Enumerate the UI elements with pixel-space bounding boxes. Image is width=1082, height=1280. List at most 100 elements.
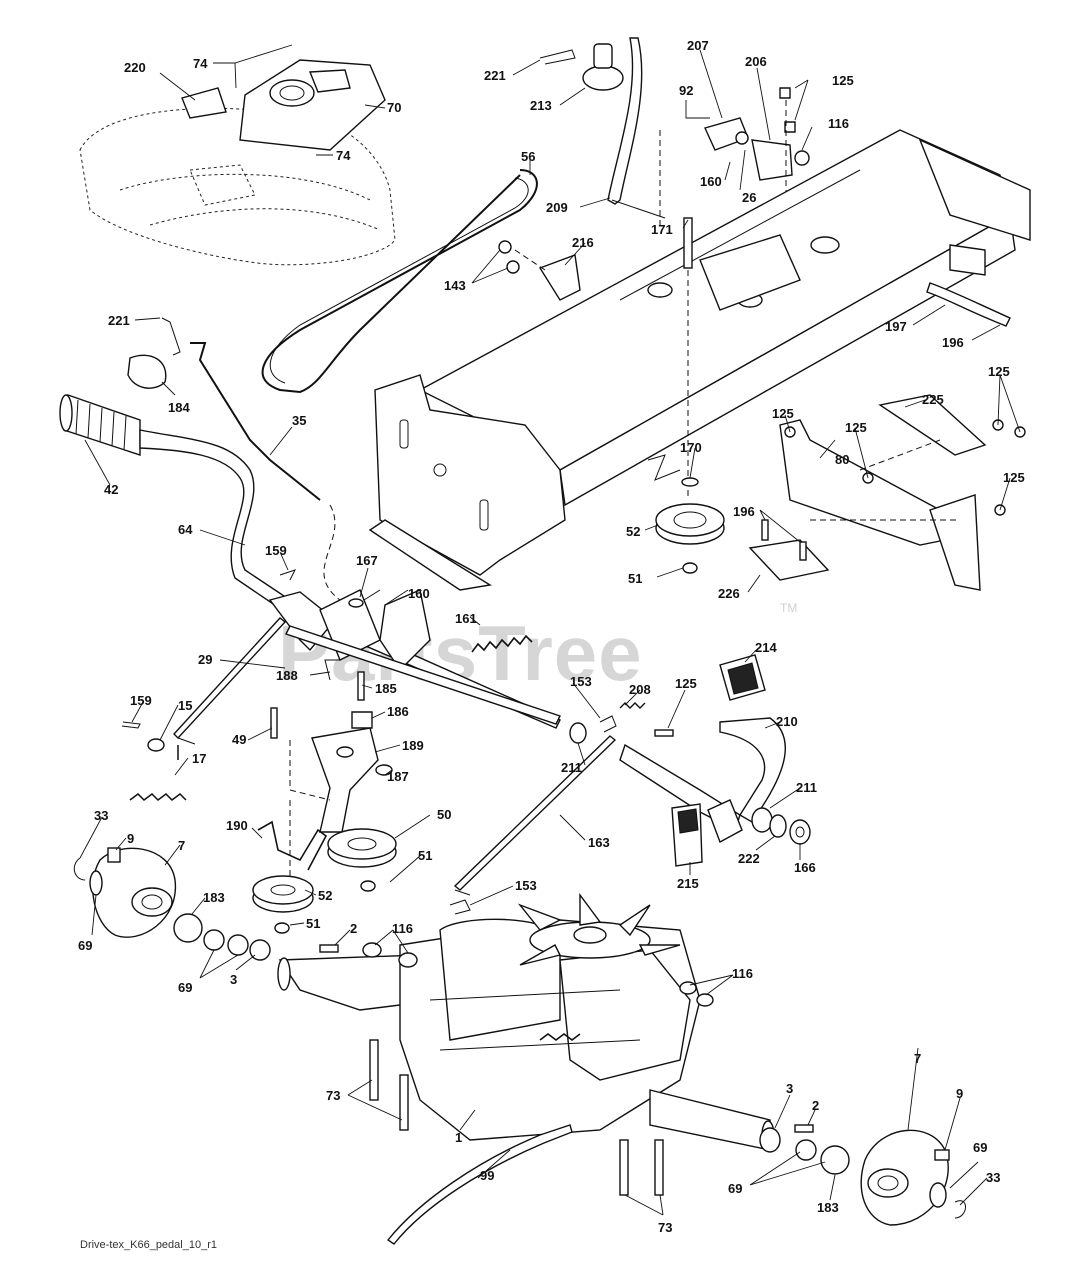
label-92: 92	[679, 83, 693, 98]
label-222: 222	[738, 851, 760, 866]
label-171: 171	[651, 222, 673, 237]
pulley-50	[327, 828, 397, 892]
label-213: 213	[530, 98, 552, 113]
label-52: 52	[626, 524, 640, 539]
label-190: 190	[226, 818, 248, 833]
belt-guide-190	[257, 820, 328, 871]
grip-42	[59, 394, 141, 456]
label-197: 197	[885, 319, 907, 334]
bolt-73a	[369, 1039, 379, 1101]
label-64: 64	[178, 522, 193, 537]
belt-56	[261, 169, 538, 394]
label-160: 160	[700, 174, 722, 189]
label-70: 70	[387, 100, 401, 115]
label-125: 125	[845, 420, 867, 435]
label-186: 186	[387, 704, 409, 719]
label-221: 221	[484, 68, 506, 83]
washer-211	[569, 722, 587, 744]
pulley-52-lower	[252, 875, 314, 934]
label-29: 29	[198, 652, 212, 667]
label-33: 33	[94, 808, 108, 823]
pin-159-upper	[279, 569, 296, 581]
label-80: 80	[835, 452, 849, 467]
label-211: 211	[561, 760, 582, 775]
spring-161	[471, 634, 533, 653]
hub-right	[860, 1129, 966, 1226]
rod-197	[926, 282, 1011, 327]
pedal-pad-214	[719, 654, 766, 701]
label-51: 51	[306, 916, 320, 931]
key-2b	[794, 1124, 814, 1133]
pedal-pad-215	[671, 803, 703, 867]
part-labels: 220 74 70 74 221 213 207 92 206 125 116 …	[78, 38, 1025, 1235]
bearings-left	[173, 913, 271, 961]
label-9: 9	[127, 831, 134, 846]
idler-arm-189	[311, 727, 379, 833]
label-125: 125	[772, 406, 794, 421]
label-116: 116	[828, 116, 849, 131]
label-188: 188	[276, 668, 298, 683]
label-50: 50	[437, 807, 451, 822]
bracket-216	[538, 254, 581, 301]
label-33: 33	[986, 1170, 1000, 1185]
label-208: 208	[629, 682, 651, 697]
label-7: 7	[914, 1051, 921, 1066]
label-17: 17	[192, 751, 206, 766]
bolt-185	[357, 671, 365, 701]
key-2a	[319, 944, 339, 953]
label-167: 167	[356, 553, 378, 568]
rod-163	[453, 735, 617, 891]
label-170: 170	[680, 440, 702, 455]
label-226: 226	[718, 586, 740, 601]
label-183: 183	[817, 1200, 839, 1215]
label-143: 143	[444, 278, 466, 293]
pad	[181, 87, 227, 119]
lever-209	[607, 37, 643, 205]
label-125: 125	[988, 364, 1010, 379]
label-15: 15	[178, 698, 192, 713]
label-153: 153	[515, 878, 537, 893]
label-69: 69	[728, 1181, 742, 1196]
label-2: 2	[350, 921, 357, 936]
spacer-186	[351, 711, 373, 729]
nut-116d	[696, 993, 714, 1007]
label-125: 125	[675, 676, 697, 691]
label-51: 51	[628, 571, 642, 586]
label-74: 74	[336, 148, 351, 163]
label-163: 163	[588, 835, 610, 850]
mount-bracket-80	[748, 394, 1026, 591]
pin-159	[121, 721, 141, 729]
washer-211b	[751, 807, 773, 833]
nut-116b	[398, 952, 418, 968]
rod-35	[190, 342, 321, 501]
leader-lines	[79, 44, 1021, 1216]
bolt-125	[654, 729, 674, 737]
label-221: 221	[108, 313, 130, 328]
label-69: 69	[973, 1140, 987, 1155]
label-166: 166	[794, 860, 816, 875]
label-206: 206	[745, 54, 767, 69]
knob-184	[127, 354, 167, 389]
label-184: 184	[168, 400, 190, 415]
label-210: 210	[776, 714, 798, 729]
label-215: 215	[677, 876, 699, 891]
label-196: 196	[942, 335, 964, 350]
label-49: 49	[232, 732, 246, 747]
label-196: 196	[733, 504, 755, 519]
washer-166	[789, 819, 811, 845]
bolt-73b	[399, 1074, 409, 1131]
label-42: 42	[104, 482, 118, 497]
label-116: 116	[392, 921, 413, 936]
label-211: 211	[796, 780, 817, 795]
bracket-206	[751, 139, 793, 181]
nut-116a	[362, 942, 382, 958]
hairpin-221	[539, 49, 576, 65]
label-99: 99	[480, 1168, 494, 1183]
clip-153b	[449, 899, 471, 915]
label-216: 216	[572, 235, 594, 250]
clip-153	[599, 715, 617, 733]
label-56: 56	[521, 149, 535, 164]
label-125: 125	[1003, 470, 1025, 485]
label-159: 159	[130, 693, 152, 708]
bearing-183	[820, 1145, 850, 1175]
